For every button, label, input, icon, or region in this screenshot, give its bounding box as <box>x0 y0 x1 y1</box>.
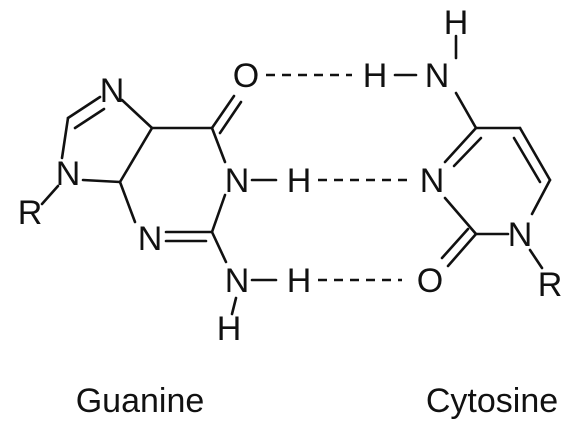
hydrogen-bonds <box>266 73 410 282</box>
c-bond-n1-r <box>528 248 544 270</box>
g-atom-h2a: H <box>287 262 312 300</box>
g-bond-c8-n9 <box>60 116 70 160</box>
g-atom-o6: O <box>233 57 259 95</box>
c-atom-h4b: H <box>363 57 388 95</box>
c-bond-c5-c6-a <box>518 126 552 182</box>
g-bond-n3-c4 <box>118 180 137 224</box>
g-bond-c6-o-a <box>210 94 236 130</box>
g-bond-c6-n1 <box>210 126 227 164</box>
c-bond-c5-c6-b <box>512 136 542 184</box>
g-bond-n2-h-lower <box>230 296 238 316</box>
g-bond-n7-c5 <box>120 98 154 130</box>
g-bond-c4-n9 <box>81 178 122 184</box>
g-bond-c8-n7-a <box>66 95 102 120</box>
g-atom-h2b: H <box>217 310 242 348</box>
guanine-caption: Guanine <box>76 382 205 420</box>
c-atom-o2: O <box>417 262 443 300</box>
c-atom-n4: N <box>425 57 450 95</box>
g-atom-n7: N <box>100 72 125 110</box>
cytosine-caption: Cytosine <box>426 382 558 420</box>
g-bond-n1-c2 <box>210 193 227 234</box>
c-atom-r: R <box>538 266 563 304</box>
g-bond-c2-n2 <box>210 230 228 264</box>
c-bond-c2-o-a <box>446 232 478 268</box>
c-bond-c2-n3 <box>443 196 478 236</box>
g-atom-h1: H <box>287 162 312 200</box>
c-bond-n4-c4 <box>454 91 478 130</box>
g-bond-c5-c4 <box>118 126 154 184</box>
guanine-atoms: N N R N N H O N H H <box>18 57 312 348</box>
g-atom-n1: N <box>225 162 250 200</box>
c-atom-n1: N <box>508 216 533 254</box>
c-bond-n3-c4-a <box>443 126 478 164</box>
guanine-bonds <box>40 94 278 316</box>
cytosine-atoms: H H N N N O R <box>363 4 563 304</box>
g-atom-r: R <box>18 194 43 232</box>
c-atom-n3: N <box>420 162 445 200</box>
g-bond-c6-o-b <box>218 100 243 135</box>
g-atom-n3: N <box>138 220 163 258</box>
g-atom-n9: N <box>56 155 81 193</box>
g-atom-n2: N <box>225 262 250 300</box>
g-bond-c8-n7-b <box>73 107 106 130</box>
cytosine-bonds <box>393 34 552 270</box>
c-bond-c2-o-b <box>440 227 470 260</box>
c-atom-h4a: H <box>444 4 469 42</box>
g-bond-n9-r <box>40 184 60 206</box>
c-bond-c6-n1 <box>530 178 552 216</box>
c-bond-n3-c4-b <box>452 136 483 168</box>
